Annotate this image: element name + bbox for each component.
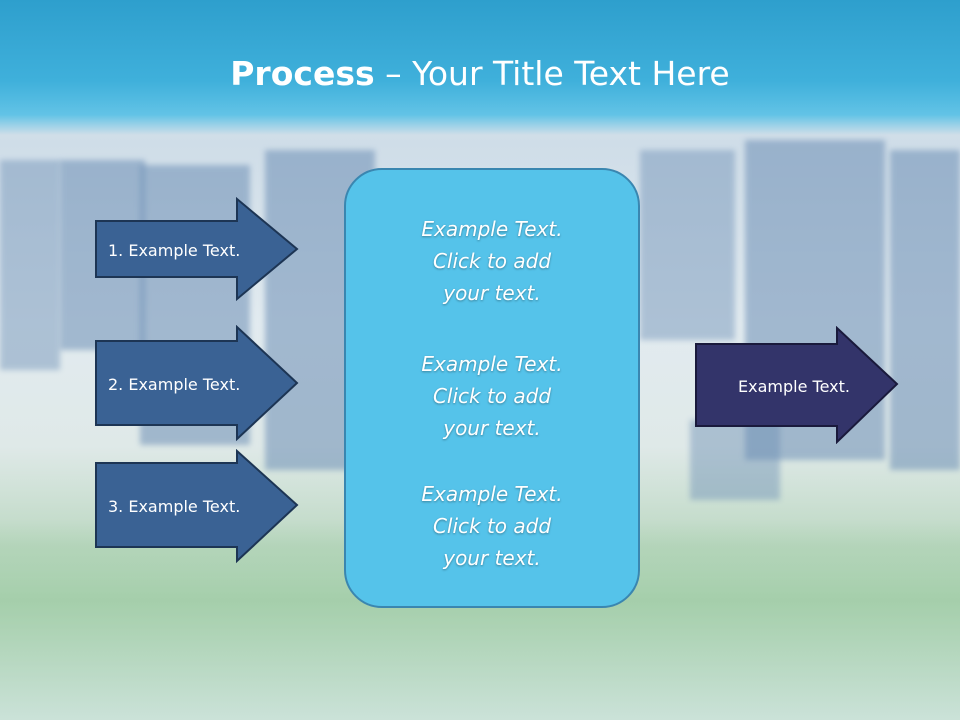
arrow-shape — [695, 326, 899, 444]
paragraph-line: your text. — [443, 416, 541, 440]
center-content-box[interactable] — [344, 168, 640, 608]
process-arrow-3[interactable]: 3. Example Text. — [94, 449, 300, 565]
paragraph-line: Example Text. — [421, 352, 563, 376]
arrow-shape — [95, 449, 299, 564]
paragraph-line: your text. — [443, 281, 541, 305]
arrow-label: Example Text. — [738, 376, 850, 396]
result-arrow[interactable]: Example Text. — [694, 326, 900, 444]
paragraph-line: Example Text. — [421, 482, 563, 506]
slide-title[interactable]: Process – Your Title Text Here — [0, 52, 960, 96]
background-jeans-shape — [640, 150, 735, 340]
arrow-shape — [95, 197, 299, 301]
title-bar — [0, 0, 960, 135]
center-paragraph-2[interactable]: Example Text. Click to add your text. — [344, 348, 640, 444]
title-bold-part: Process — [230, 54, 375, 93]
paragraph-line: Click to add — [432, 384, 552, 408]
process-arrow-2[interactable]: 2. Example Text. — [94, 325, 300, 441]
paragraph-line: your text. — [443, 546, 541, 570]
paragraph-line: Example Text. — [421, 217, 563, 241]
background-jeans-shape — [890, 150, 960, 470]
arrow-label: 1. Example Text. — [108, 240, 241, 260]
title-rest-part: – Your Title Text Here — [374, 54, 730, 93]
background-jeans-shape — [0, 160, 60, 370]
process-arrow-1[interactable]: 1. Example Text. — [94, 197, 300, 301]
arrow-label: 3. Example Text. — [108, 496, 241, 516]
paragraph-line: Click to add — [432, 514, 552, 538]
center-paragraph-1[interactable]: Example Text. Click to add your text. — [344, 213, 640, 309]
arrow-label: 2. Example Text. — [108, 374, 241, 394]
arrow-shape — [95, 325, 299, 441]
center-paragraph-3[interactable]: Example Text. Click to add your text. — [344, 478, 640, 574]
paragraph-line: Click to add — [432, 249, 552, 273]
